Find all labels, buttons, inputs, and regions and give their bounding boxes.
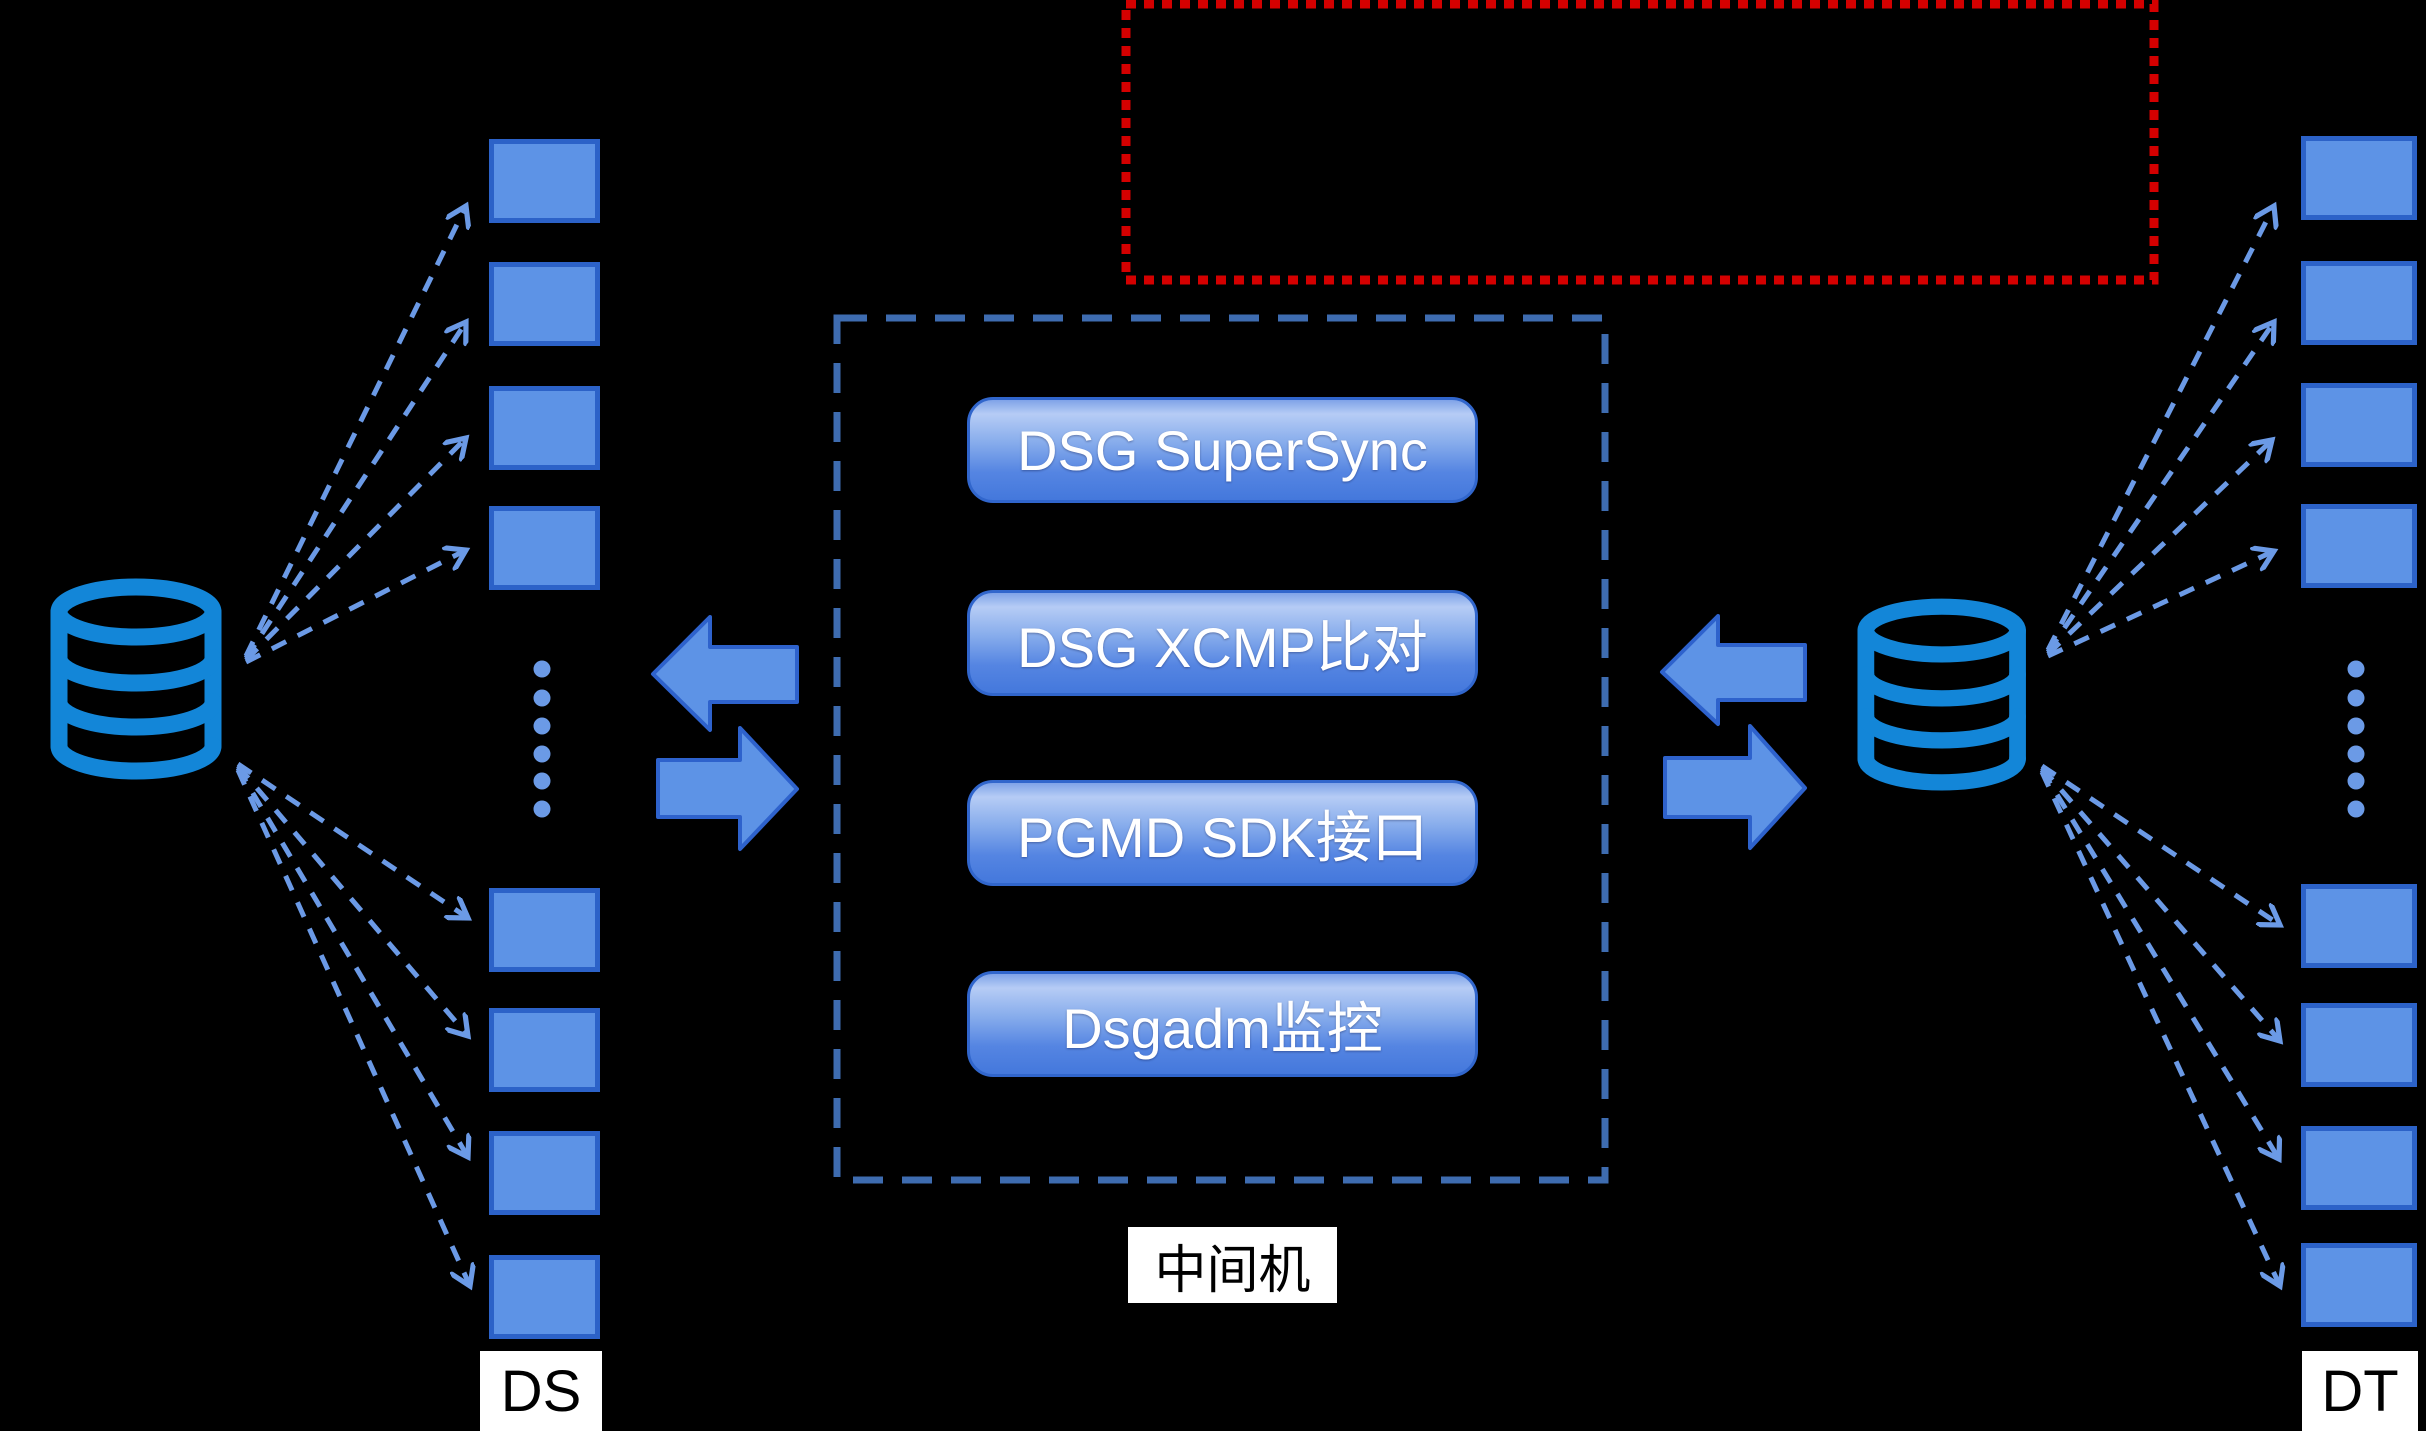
middleware-machine-label: 中间机 bbox=[1128, 1227, 1337, 1303]
target-table-node bbox=[2301, 884, 2417, 968]
target-table-node bbox=[2301, 1126, 2417, 1210]
red-dotted-frame bbox=[1121, 0, 2159, 285]
replication-arrow bbox=[236, 761, 468, 918]
replication-arrow bbox=[2039, 768, 2279, 1159]
replication-arrow bbox=[244, 550, 466, 665]
source-table-node bbox=[489, 506, 600, 590]
left-block-arrow-to-source bbox=[651, 615, 799, 732]
target-database-icon bbox=[1857, 598, 2026, 791]
ellipsis-dot bbox=[533, 800, 551, 818]
target-dt-label: DT bbox=[2302, 1351, 2418, 1431]
ellipsis-dot bbox=[533, 745, 551, 763]
ellipsis-dot bbox=[2347, 745, 2365, 763]
module-dsg-supersync: DSG SuperSync bbox=[967, 397, 1478, 503]
replication-arrow bbox=[243, 322, 466, 660]
target-fanout-arrows bbox=[2039, 206, 2280, 1286]
ellipsis-dot bbox=[2347, 772, 2365, 790]
middleware-dashed-frame bbox=[833, 314, 1609, 1184]
replication-arrow bbox=[2046, 440, 2272, 656]
source-table-node bbox=[489, 1131, 600, 1215]
left-block-arrow-to-middleware bbox=[656, 726, 799, 851]
right-block-arrow-to-middleware bbox=[1660, 614, 1807, 726]
replication-arrow bbox=[2045, 322, 2274, 654]
source-ds-label: DS bbox=[480, 1351, 602, 1431]
target-table-node bbox=[2301, 261, 2417, 345]
ellipsis-dot bbox=[533, 772, 551, 790]
module-dsgadm-monitor: Dsgadm监控 bbox=[967, 971, 1478, 1077]
replication-arrow bbox=[2040, 763, 2280, 925]
replication-arrow bbox=[235, 768, 470, 1286]
source-table-node bbox=[489, 888, 600, 972]
replication-arrow bbox=[2045, 206, 2274, 652]
replication-arrow bbox=[236, 764, 468, 1036]
replication-arrow bbox=[235, 766, 468, 1157]
module-pgmd-sdk-interface: PGMD SDK接口 bbox=[967, 780, 1478, 886]
source-table-node bbox=[489, 262, 600, 346]
target-table-node bbox=[2301, 383, 2417, 467]
ellipsis-dot bbox=[2347, 689, 2365, 707]
target-table-node bbox=[2301, 504, 2417, 588]
ellipsis-dot bbox=[2347, 717, 2365, 735]
source-ellipsis bbox=[533, 660, 551, 818]
target-table-node bbox=[2301, 1243, 2417, 1327]
target-table-node bbox=[2301, 1003, 2417, 1087]
source-table-node bbox=[489, 1008, 600, 1092]
source-database-icon bbox=[50, 578, 222, 780]
ellipsis-dot bbox=[533, 717, 551, 735]
source-table-node bbox=[489, 139, 600, 223]
module-dsg-xcmp-compare: DSG XCMP比对 bbox=[967, 590, 1478, 696]
source-fanout-arrows bbox=[235, 206, 470, 1286]
replication-arrow bbox=[243, 206, 466, 658]
source-table-node bbox=[489, 386, 600, 470]
ellipsis-dot bbox=[2347, 800, 2365, 818]
replication-arrow bbox=[2039, 770, 2280, 1286]
target-ellipsis bbox=[2347, 660, 2365, 818]
replication-arrow bbox=[244, 438, 466, 662]
ellipsis-dot bbox=[533, 660, 551, 678]
target-table-node bbox=[2301, 136, 2417, 220]
replication-arrow bbox=[2040, 766, 2280, 1041]
right-block-arrow-to-target bbox=[1663, 724, 1807, 850]
source-table-node bbox=[489, 1255, 600, 1339]
ellipsis-dot bbox=[533, 689, 551, 707]
replication-arrow bbox=[2046, 551, 2274, 659]
ellipsis-dot bbox=[2347, 660, 2365, 678]
